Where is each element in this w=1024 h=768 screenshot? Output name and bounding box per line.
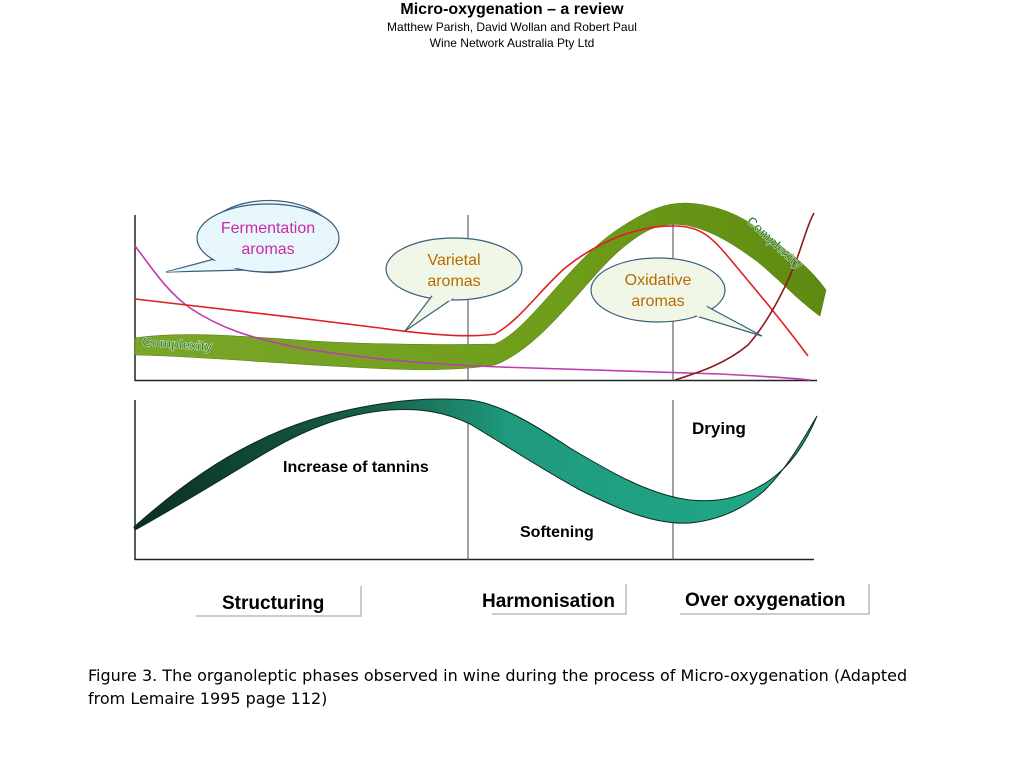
phase-harmonisation: Harmonisation (482, 584, 627, 615)
increase-of-tannins-label: Increase of tannins (283, 459, 429, 476)
complexity-label-left: Complexity (142, 334, 214, 354)
aroma-panel: Fermentation aromas Varietal aromas Oxid… (134, 199, 827, 382)
fermentation-label-1: Fermentation (221, 220, 315, 237)
softening-label: Softening (520, 524, 594, 541)
authors: Matthew Parish, David Wollan and Robert … (387, 20, 637, 34)
complexity-band (134, 202, 827, 370)
fermentation-aromas-callout: Fermentation aromas (165, 199, 340, 274)
varietal-label-1: Varietal (427, 252, 480, 269)
varietal-label-2: aromas (427, 273, 480, 290)
fermentation-label-2: aromas (241, 241, 294, 258)
phase-over-oxygenation-label: Over oxygenation (685, 590, 846, 611)
tannin-panel: Increase of tannins Softening Drying (133, 398, 818, 561)
figure-caption: Figure 3. The organoleptic phases observ… (88, 666, 908, 708)
phase-structuring: Structuring (196, 586, 362, 617)
varietal-aromas-callout: Varietal aromas (385, 237, 523, 332)
phase-labels: Structuring Harmonisation Over oxygenati… (196, 584, 870, 617)
oxidative-label-1: Oxidative (625, 272, 692, 289)
fermentation-aroma-curve (134, 245, 811, 381)
organisation: Wine Network Australia Pty Ltd (429, 36, 595, 50)
drying-label: Drying (692, 419, 746, 438)
document-title: Micro-oxygenation – a review (400, 1, 624, 18)
header: Micro-oxygenation – a review Matthew Par… (0, 0, 1024, 51)
oxidative-label-2: aromas (631, 293, 684, 310)
oxidative-aromas-callout: Oxidative aromas (590, 257, 763, 337)
phase-structuring-label: Structuring (222, 593, 324, 614)
tannin-band (133, 398, 818, 531)
phase-harmonisation-label: Harmonisation (482, 591, 615, 612)
varietal-aroma-curve (134, 225, 809, 357)
oxidative-aroma-curve (674, 212, 815, 381)
phase-over-oxygenation: Over oxygenation (680, 584, 870, 615)
